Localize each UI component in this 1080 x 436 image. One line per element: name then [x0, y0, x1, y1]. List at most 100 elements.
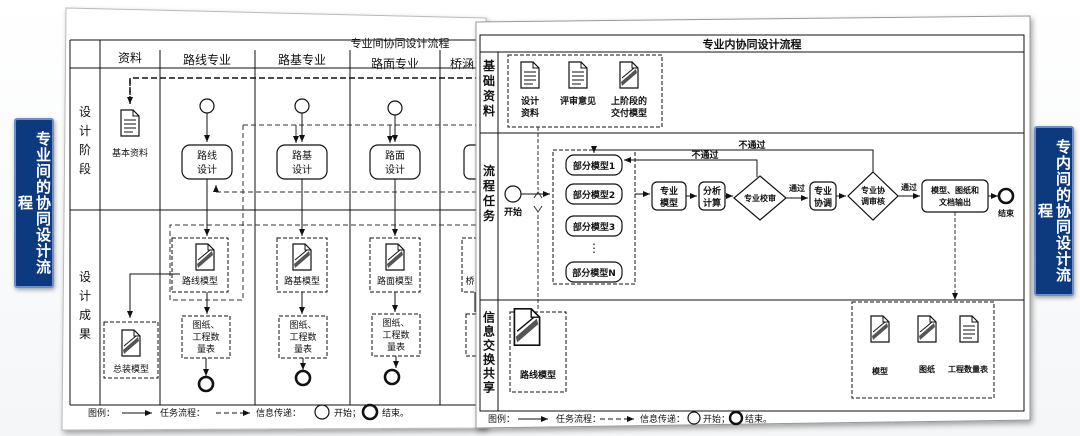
doc-label-review-opinion: 评审意见 — [560, 95, 596, 107]
coordination-review-diamond: 专业协 调审核 — [847, 171, 899, 221]
svg-text:图纸、: 图纸、 — [289, 319, 316, 331]
svg-text:模型: 模型 — [660, 197, 678, 209]
col-header-material: 资料 — [118, 51, 142, 65]
pavement-drawings-box: 图纸、 工程数 量表 — [371, 313, 421, 357]
right-panel-title: 专业内协同设计流程 — [703, 37, 802, 51]
svg-text:桥: 桥 — [465, 275, 474, 287]
assembly-model-box: 总装模型 — [103, 321, 159, 379]
subgrade-model-box: 路基模型 — [276, 237, 328, 293]
svg-text:任务流程：: 任务流程： — [556, 413, 601, 425]
row-header-char: 基 — [482, 58, 496, 73]
svg-text:分析: 分析 — [703, 185, 721, 197]
partial-model-1: 部分模型1 — [565, 154, 623, 176]
row-header-char: 程 — [483, 178, 495, 193]
svg-text:部分模型N: 部分模型N — [572, 267, 616, 279]
row-header-char: 计 — [79, 289, 91, 303]
document-icon — [120, 109, 140, 137]
col-header-pavement: 路面专业 — [371, 56, 419, 71]
svg-text:信息传递：: 信息传递： — [256, 407, 301, 419]
route-model-box: 路线模型 — [171, 237, 229, 293]
svg-text:设计: 设计 — [197, 163, 217, 176]
svg-text:量表: 量表 — [387, 341, 405, 353]
specialty-check-diamond: 专业校审 — [733, 175, 787, 221]
row-header-char: 共 — [483, 366, 495, 381]
model-icon — [292, 243, 312, 271]
document-icon — [959, 315, 979, 343]
row-header-char: 设 — [79, 105, 91, 119]
left-panel-title: 专业间协同设计流程 — [351, 36, 450, 50]
row-header-char: 果 — [79, 327, 91, 341]
pass-label: 通过 — [901, 182, 917, 192]
svg-text:部分模型3: 部分模型3 — [573, 221, 615, 233]
partial-model-n: 部分模型N — [565, 261, 623, 283]
svg-text:开始；: 开始； — [334, 407, 361, 419]
row-header-char: 成 — [79, 308, 91, 322]
subgrade-drawings-box: 图纸、 工程数 量表 — [278, 315, 328, 359]
svg-text:图纸、: 图纸、 — [192, 319, 219, 331]
svg-text:路面模型: 路面模型 — [377, 275, 413, 287]
row-header-char: 流 — [483, 163, 495, 178]
model-icon — [121, 329, 141, 357]
route-drawings-box: 图纸、 工程数 量表 — [181, 315, 231, 359]
col-header-bridge: 桥涵 — [450, 57, 474, 71]
info-line-loop — [169, 125, 480, 301]
svg-text:结束。: 结束。 — [382, 407, 409, 419]
start-circle — [387, 100, 403, 116]
start-circle — [504, 185, 522, 203]
svg-text:工程数: 工程数 — [289, 331, 316, 343]
svg-text:开始；: 开始； — [703, 413, 730, 425]
svg-text:专业校审: 专业校审 — [744, 193, 776, 203]
fail-loop-review — [591, 146, 874, 172]
partial-model-2: 部分模型2 — [565, 183, 623, 205]
partial-model-3: 部分模型3 — [565, 215, 623, 237]
row-header-char: 换 — [483, 352, 496, 367]
row-header-char: 阶 — [79, 143, 91, 157]
document-icon — [520, 61, 540, 89]
svg-text:图例：: 图例： — [488, 413, 515, 425]
svg-text:专业协: 专业协 — [861, 185, 885, 195]
svg-text:设计: 设计 — [292, 163, 312, 176]
row-header-char: 设 — [79, 270, 91, 284]
specialty-model-box: 专业 模型 — [651, 181, 687, 211]
svg-text:路线模型: 路线模型 — [182, 275, 218, 287]
svg-text:设计: 设计 — [385, 163, 405, 176]
svg-text:图纸、: 图纸、 — [382, 317, 409, 329]
row-header-char: 务 — [483, 208, 496, 223]
left-legend: 图例： 任务流程： 信息传递： 开始； 结束。 — [88, 403, 409, 421]
info-line-top — [129, 77, 480, 102]
svg-text:量表: 量表 — [294, 343, 312, 355]
row-header-char: 础 — [483, 73, 495, 88]
svg-text:不通过: 不通过 — [691, 149, 718, 161]
model-icon — [917, 315, 937, 343]
end-label: 结束 — [998, 208, 1015, 218]
end-circle — [294, 369, 312, 387]
row-header-char: 享 — [483, 380, 495, 395]
svg-text:工程数: 工程数 — [382, 329, 409, 341]
row-header-char: 料 — [483, 103, 495, 118]
svg-text:量表: 量表 — [197, 343, 215, 355]
svg-text:路基: 路基 — [292, 149, 312, 162]
outputs-group — [851, 301, 995, 399]
start-label: 开始 — [504, 206, 522, 218]
svg-text:计算: 计算 — [703, 197, 721, 209]
basic-material-group — [507, 54, 663, 128]
right-side-label: 专内间的协同设计流程 — [1034, 126, 1074, 296]
specialty-coordination-box: 专业 协调 — [809, 181, 837, 211]
route-design-box: 路线 设计 — [181, 144, 233, 180]
route-model-box: 路线模型 — [509, 307, 567, 393]
end-circle — [997, 187, 1015, 205]
svg-text:总装模型: 总装模型 — [113, 363, 149, 375]
svg-text:协调: 协调 — [814, 197, 832, 209]
row-header-char: 信 — [483, 310, 495, 325]
right-legend: 图例： 任务流程： 信息传递： 开始； 结束。 — [488, 410, 772, 426]
svg-text:任务流程：: 任务流程： — [160, 407, 205, 419]
output-quantity-label: 工程数量表 — [948, 364, 989, 374]
svg-text:图例：: 图例： — [88, 407, 115, 419]
row-header-char: 资 — [483, 88, 495, 103]
model-icon — [870, 315, 890, 343]
pavement-design-box: 路面 设计 — [369, 144, 421, 180]
